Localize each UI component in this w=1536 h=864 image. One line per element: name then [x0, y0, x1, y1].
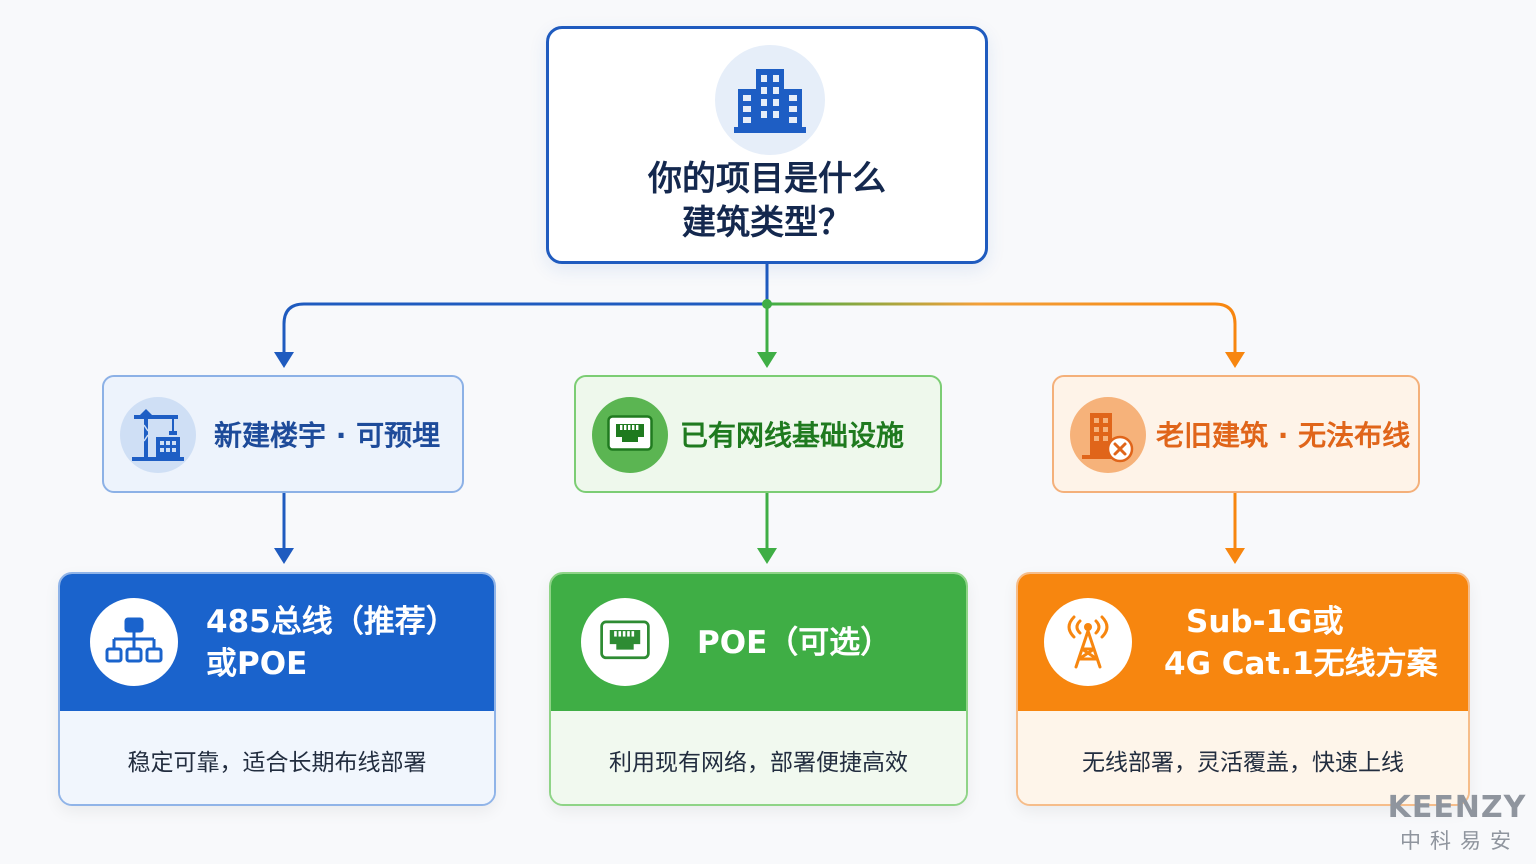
arrowhead-green-bottom [757, 548, 777, 564]
solution-header: 485总线（推荐） 或POE [60, 574, 494, 711]
solution-card-wireless: Sub-1G或 4G Cat.1无线方案 无线部署，灵活覆盖，快速上线 [1016, 572, 1470, 806]
solution-card-poe: POE（可选） 利用现有网络，部署便捷高效 [549, 572, 968, 806]
ethernet-port-icon [600, 620, 650, 660]
category-new-building: 新建楼宇 · 可预埋 [102, 375, 464, 493]
solution-title-line1: Sub-1G或 [1186, 603, 1344, 640]
network-topology-icon [105, 617, 163, 663]
brand-logo-en: KEENZY [1387, 790, 1527, 825]
branch-junction-dot [762, 299, 772, 309]
arrowhead-blue-bottom [274, 548, 294, 564]
construction-crane-icon [132, 409, 184, 461]
solution-icon-circle [1044, 598, 1132, 686]
solution-title-line2: 或POE [206, 645, 308, 682]
category-old-building: 老旧建筑 · 无法布线 [1052, 375, 1420, 493]
category-label-existing-network: 已有网线基础设施 [680, 419, 905, 452]
solution-card-485-bus: 485总线（推荐） 或POE 稳定可靠，适合长期布线部署 [58, 572, 496, 806]
arrowhead-green-top [757, 352, 777, 368]
root-title-line2: 建筑类型？ [682, 203, 852, 243]
solution-header: POE（可选） [551, 574, 966, 711]
brand-watermark: KEENZY 中科易安 [1384, 790, 1530, 856]
category-existing-network: 已有网线基础设施 [574, 375, 942, 493]
category-label-old-building: 老旧建筑 · 无法布线 [1156, 419, 1411, 452]
solution-title: Sub-1G或 4G Cat.1无线方案 [1164, 574, 1438, 711]
branch-line-blue [282, 302, 767, 352]
wireless-tower-icon [1067, 615, 1109, 669]
solution-title-line1: POE（可选） [697, 624, 892, 661]
solution-icon-circle [90, 598, 178, 686]
root-title-line1: 你的项目是什么 [648, 159, 886, 199]
ethernet-port-icon [607, 415, 653, 451]
solution-description: 稳定可靠，适合长期布线部署 [60, 711, 494, 804]
solution-title: POE（可选） [697, 574, 891, 711]
arrowhead-orange-bottom [1225, 548, 1245, 564]
category-icon-circle [1070, 397, 1146, 473]
building-icon [734, 69, 806, 133]
solution-description: 无线部署，灵活覆盖，快速上线 [1018, 711, 1468, 804]
root-question-box: 你的项目是什么 建筑类型？ [546, 26, 988, 264]
root-question-title: 你的项目是什么 建筑类型？ [549, 157, 985, 245]
arrowhead-blue-top [274, 352, 294, 368]
building-no-wiring-icon [1082, 413, 1134, 463]
arrowhead-orange-top [1225, 352, 1245, 368]
solution-icon-circle [581, 598, 669, 686]
solution-title-line2: 4G Cat.1无线方案 [1164, 645, 1438, 682]
solution-header: Sub-1G或 4G Cat.1无线方案 [1018, 574, 1468, 711]
solution-title-line1: 485总线（推荐） [206, 603, 457, 640]
category-icon-circle [592, 397, 668, 473]
root-icon-circle [715, 45, 825, 155]
category-icon-circle [120, 397, 196, 473]
category-label-new-building: 新建楼宇 · 可预埋 [214, 419, 441, 452]
branch-line-orange [767, 302, 1237, 352]
solution-title: 485总线（推荐） 或POE [206, 574, 457, 711]
solution-description: 利用现有网络，部署便捷高效 [551, 711, 966, 804]
brand-logo-cn: 中科易安 [1400, 829, 1520, 853]
